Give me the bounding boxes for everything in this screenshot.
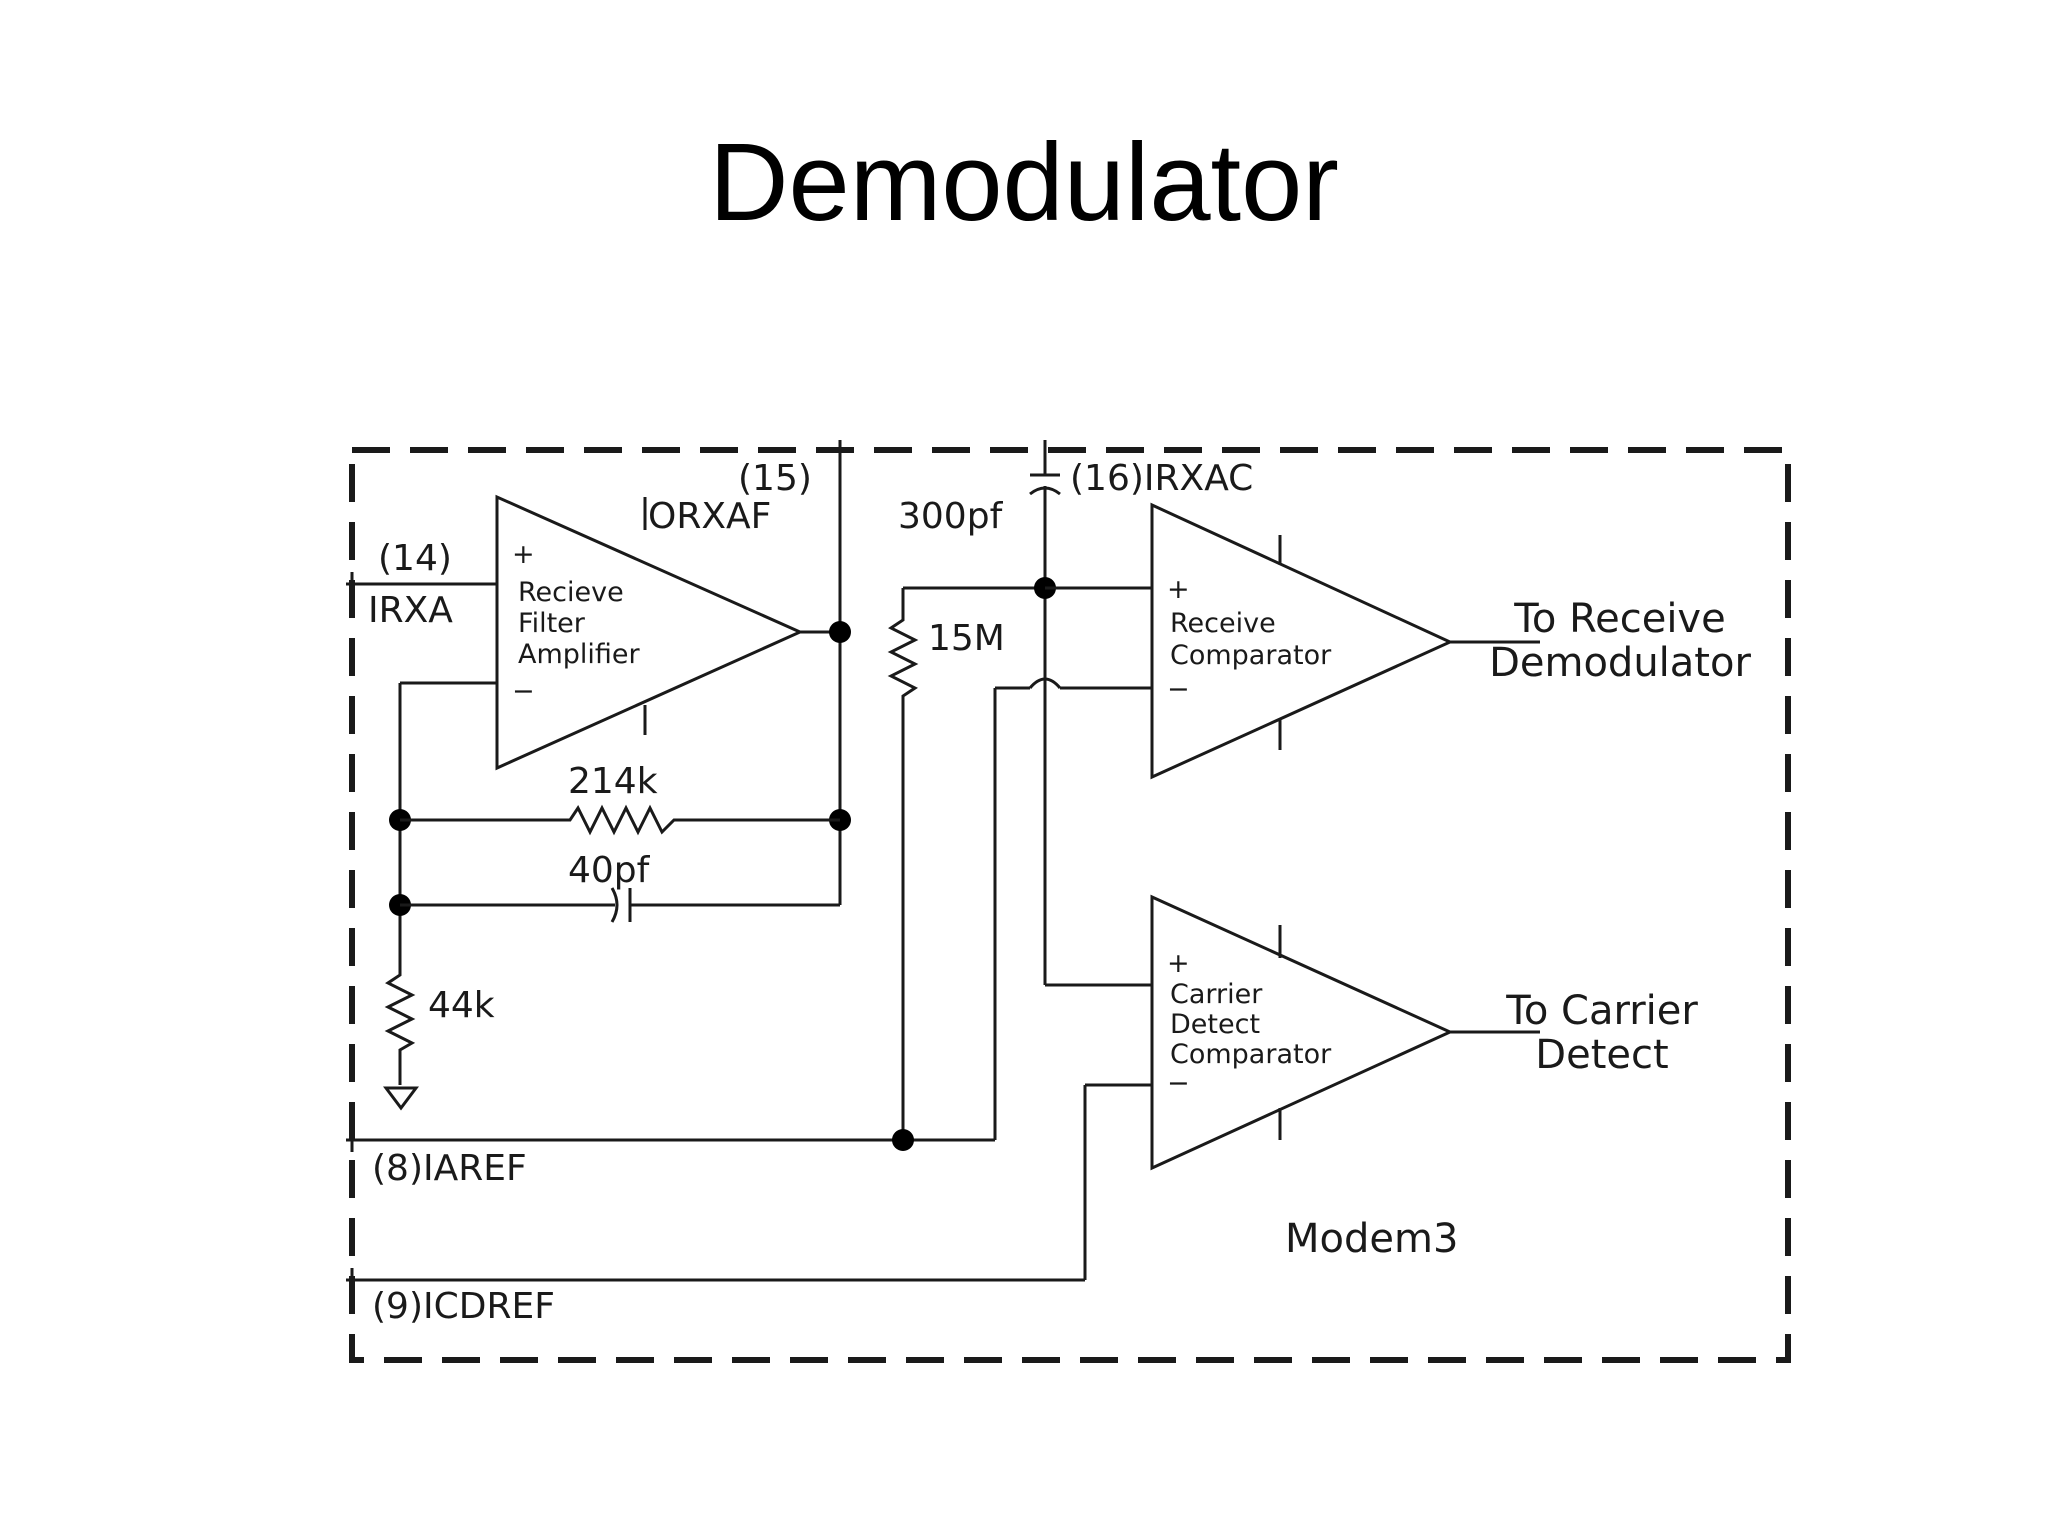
receive-comp-plus: + — [1167, 574, 1190, 605]
carrier-comp-label-2: Detect — [1170, 1009, 1260, 1040]
carrier-output-label-1: To Carrier — [1505, 988, 1698, 1034]
receive-output-label-2: Demodulator — [1489, 640, 1751, 686]
ground-icon — [383, 1086, 419, 1111]
resistor-15m-label: 15M — [928, 618, 1005, 659]
filter-amp-minus: − — [512, 676, 535, 707]
receive-comp-label-1: Receive — [1170, 608, 1276, 639]
iaref-pin-label: (8)IAREF — [372, 1148, 527, 1189]
carrier-comp-minus: − — [1167, 1068, 1190, 1099]
resistor-214k-label: 214k — [568, 761, 658, 802]
orxaf-pin-name: ORXAF — [648, 496, 771, 537]
filter-amp-label-1: Recieve — [518, 577, 624, 608]
capacitor-40pf-label: 40pf — [568, 850, 651, 891]
orxaf-pin-number: (15) — [738, 458, 812, 499]
carrier-detect-comparator — [1150, 894, 1454, 1171]
filter-amp-label-3: Amplifier — [518, 639, 641, 670]
carrier-output-label-2: Detect — [1535, 1032, 1668, 1078]
receive-comp-minus: − — [1167, 674, 1190, 705]
irxa-pin-number: (14) — [378, 538, 452, 579]
receive-filter-amplifier — [495, 494, 804, 771]
receive-comparator — [1150, 502, 1454, 780]
carrier-comp-plus: + — [1167, 948, 1190, 979]
irxa-pin-name: IRXA — [368, 590, 453, 631]
filter-amp-plus: + — [512, 539, 535, 570]
resistor-44k-label: 44k — [428, 985, 495, 1026]
resistor-214k — [400, 804, 840, 836]
modem-block-label: Modem3 — [1285, 1216, 1458, 1262]
irxac-pin-label: (16)IRXAC — [1070, 458, 1253, 499]
slide-title: Demodulator — [709, 121, 1339, 244]
carrier-comp-label-1: Carrier — [1170, 979, 1263, 1010]
receive-output-label-1: To Receive — [1513, 596, 1725, 642]
resistor-15m — [887, 588, 919, 1140]
modem-block-border — [349, 447, 1791, 1363]
receive-comp-label-2: Comparator — [1170, 640, 1332, 671]
filter-amp-label-2: Filter — [518, 608, 586, 639]
carrier-comp-label-3: Comparator — [1170, 1039, 1332, 1070]
capacitor-40pf — [610, 887, 619, 923]
resistor-44k — [384, 965, 416, 1085]
capacitor-300pf-label: 300pf — [898, 496, 1004, 537]
icdref-pin-label: (9)ICDREF — [372, 1286, 555, 1327]
